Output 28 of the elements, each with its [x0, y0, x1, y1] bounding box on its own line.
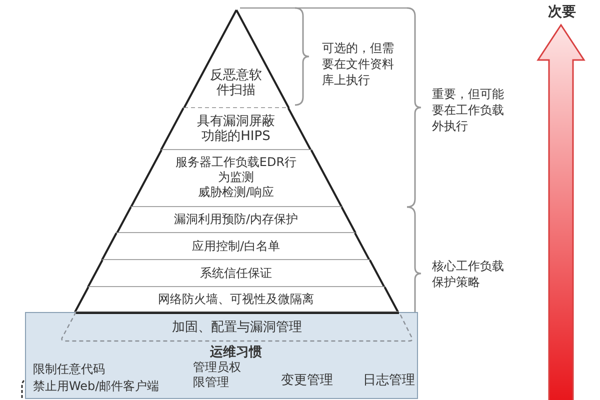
layer-label: 漏洞利用预防/内存保护 [174, 212, 298, 227]
pyramid-layer [102, 233, 370, 260]
dashed-trapezoid [60, 312, 414, 342]
pyramid-layer [161, 108, 311, 150]
layer-label: 加固、配置与漏洞管理 [171, 319, 303, 337]
layer-label: 应用控制/白名单 [192, 239, 280, 254]
pyramid-layer [74, 287, 398, 312]
base-panel [25, 312, 418, 399]
pyramid-layer [130, 150, 342, 207]
layer-label: 具有漏洞屏蔽功能的HIPS [196, 114, 276, 144]
bracket-note: 可选的，但需要在文件资料库上执行 [322, 40, 395, 88]
layer-label: 网络防火墙、可视性及微隔离 [158, 292, 314, 307]
panel-item: 变更管理 [281, 372, 333, 390]
bracket-note: 核心工作负载保护策略 [432, 258, 505, 290]
bracket-note: 重要，但可能要在工作负载外执行 [432, 86, 505, 134]
panel-item: 禁止用Web/邮件客户端 [33, 378, 160, 395]
pyramid-layer [116, 207, 356, 233]
panel-heading: 运维习惯 [209, 344, 263, 361]
panel-item: 日志管理 [363, 372, 415, 390]
layer-label: 威胁检测/响应 [198, 185, 274, 200]
priority-label: 次要 [547, 3, 577, 22]
pyramid-layer [88, 260, 384, 287]
panel-item: 管理员权限管理 [193, 360, 242, 390]
panel-item: 限制任意代码 [33, 361, 105, 378]
layer-label: 反恶意软件扫描 [208, 68, 263, 98]
layer-label: 系统信任保证 [200, 266, 272, 281]
pyramid-layer [184, 10, 288, 108]
layer-label: 服务器工作负载EDR行为监测 [174, 155, 298, 185]
